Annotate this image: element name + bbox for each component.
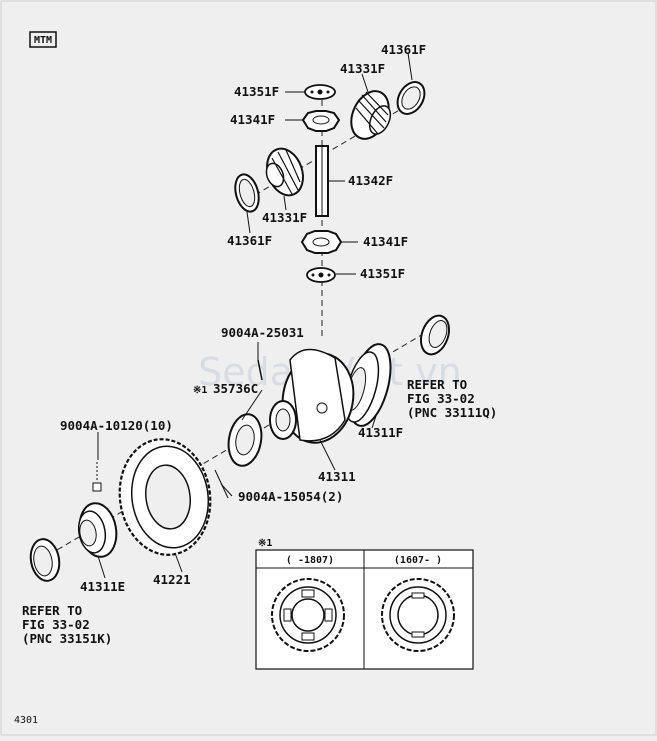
washer-41361F-left — [234, 173, 260, 213]
washer-41361F-top — [396, 81, 426, 115]
label-41351F-top: 41351F — [234, 84, 279, 99]
thrust-washer-41351F-top — [304, 84, 336, 100]
refer-left-line3: (PNC 33151K) — [22, 631, 112, 646]
label-41331F-top: 41331F — [340, 61, 385, 76]
label-41351F-mid: 41351F — [360, 266, 405, 281]
inset-col2-header: (1607- ) — [394, 555, 442, 566]
label-41361F-top: 41361F — [381, 42, 426, 57]
side-gear-41331F-left — [265, 147, 304, 197]
side-gear-41331F-top — [350, 90, 392, 140]
label-9004A-15054: 9004A-15054(2) — [238, 489, 343, 504]
bolt-9004A-25031 — [257, 359, 263, 381]
label-41311: 41311 — [318, 469, 356, 484]
thrust-washer-41351F-mid — [306, 267, 336, 283]
label-41331F-left: 41331F — [262, 210, 307, 225]
rotor-variant-2 — [381, 578, 455, 652]
outer-race-right — [419, 314, 451, 356]
label-41342F: 41342F — [348, 173, 393, 188]
page-ref: 4301 — [14, 715, 38, 726]
inset-variants: ※1 ( -1807) (1607- ) — [255, 538, 474, 670]
ring-gear-41221 — [118, 438, 212, 556]
inset-title: ※1 — [258, 538, 272, 549]
refer-right-line2: FIG 33-02 — [407, 391, 475, 406]
refer-left-line2: FIG 33-02 — [22, 617, 90, 632]
label-41311E: 41311E — [80, 579, 125, 594]
refer-right-line3: (PNC 33111Q) — [407, 405, 497, 420]
leader-lines — [97, 52, 413, 579]
pinion-41341F-top — [301, 110, 341, 132]
bolt-9004A-10120 — [92, 462, 102, 492]
label-35736C-note: ※1 — [193, 385, 207, 396]
inset-col1-header: ( -1807) — [286, 555, 334, 566]
outer-race-left — [29, 538, 61, 582]
label-41311F: 41311F — [358, 425, 403, 440]
label-41341F-top: 41341F — [230, 112, 275, 127]
label-41361F-left: 41361F — [227, 233, 272, 248]
bearing-41311F — [344, 343, 392, 427]
refer-right-line1: REFER TO — [407, 377, 467, 392]
rotor-variant-1 — [271, 578, 345, 652]
label-35736C: 35736C — [213, 381, 258, 396]
pinion-41341F-mid — [300, 230, 343, 254]
model-badge: MTM — [34, 35, 52, 46]
refer-left-line1: REFER TO — [22, 603, 82, 618]
differential-case-41311 — [269, 348, 355, 444]
label-41341F-mid: 41341F — [363, 234, 408, 249]
label-41221: 41221 — [153, 572, 191, 587]
label-9004A-25031: 9004A-25031 — [221, 325, 304, 340]
model-badge-box — [29, 31, 57, 48]
sensor-rotor-35736C — [227, 413, 263, 467]
label-9004A-10120: 9004A-10120(10) — [60, 418, 173, 433]
pinion-shaft-41342F — [315, 145, 329, 217]
bearing-41311E — [77, 502, 118, 558]
